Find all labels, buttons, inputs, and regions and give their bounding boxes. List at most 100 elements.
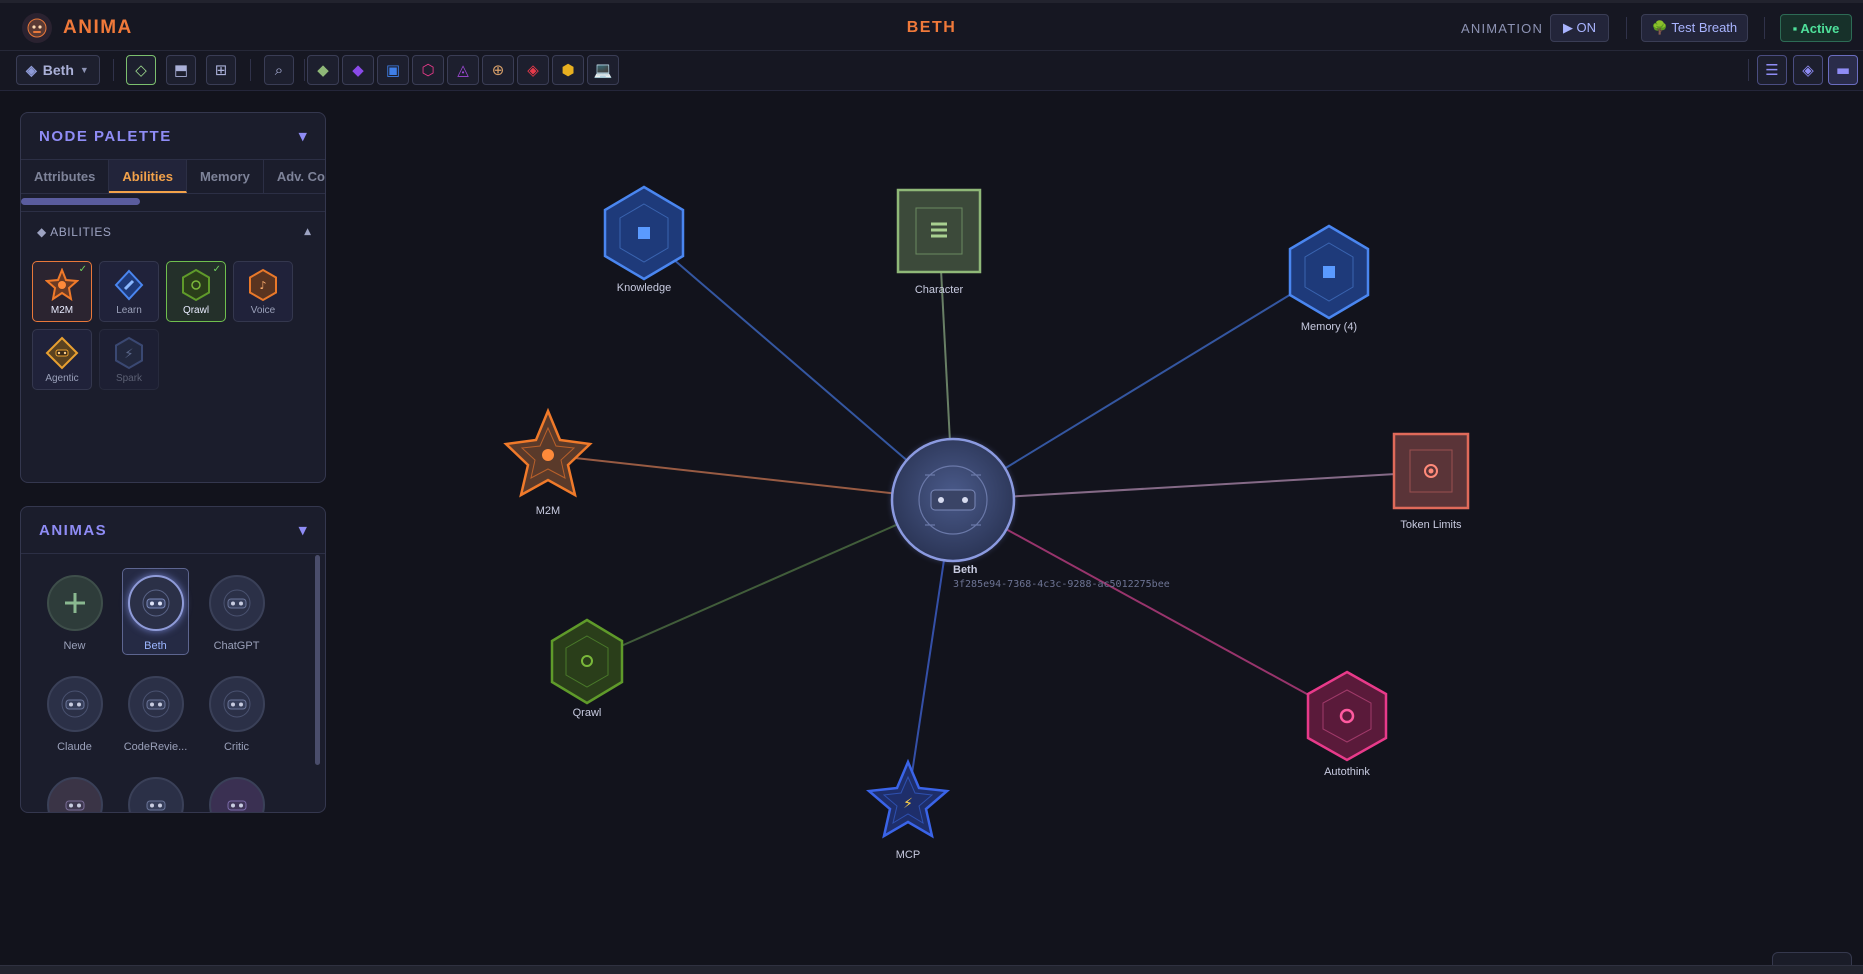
node-qrawl[interactable] (550, 618, 624, 705)
node-token-limits[interactable] (1392, 432, 1470, 510)
ability-learn[interactable]: Learn (99, 261, 159, 322)
anima-item[interactable] (203, 770, 270, 812)
node-palette-header[interactable]: NODE PALETTE ▼ (21, 113, 325, 160)
yellow-hexagon-icon: ⬢ (561, 61, 575, 79)
ability-m2m[interactable]: ✓ M2M (32, 261, 92, 322)
divider (250, 59, 251, 81)
red-diamond-icon: ◈ (527, 61, 539, 79)
tab-abilities[interactable]: Abilities (109, 160, 187, 193)
robot-avatar-icon (127, 777, 184, 812)
pink-hexagon-icon: ⬡ (421, 61, 435, 79)
robot-avatar-icon (46, 777, 103, 812)
anima-selector[interactable]: ◈ Beth ▼ (16, 55, 100, 85)
node-mcp-label: MCP (896, 849, 920, 861)
tab-memory[interactable]: Memory (187, 160, 264, 193)
blue-square-icon: ▣ (385, 61, 401, 79)
anima-label: Critic (223, 741, 250, 753)
add-computer-node-button[interactable]: 💻 (587, 55, 619, 85)
tab-adv-cog[interactable]: Adv. Cog (264, 160, 325, 193)
robot-avatar-icon (208, 676, 265, 732)
ability-spark[interactable]: ⚡ Spark (99, 329, 159, 390)
grid-icon: ⊞ (214, 61, 228, 79)
node-m2m[interactable] (503, 407, 593, 498)
laptop-icon: 💻 (593, 61, 613, 79)
anima-item[interactable] (122, 770, 189, 812)
anima-item-codereviewer[interactable]: CodeRevie... (122, 669, 189, 756)
add-yellow-node-button[interactable]: ⬢ (552, 55, 584, 85)
node-palette-title: NODE PALETTE (39, 127, 172, 145)
ability-voice[interactable]: ♪ Voice (233, 261, 293, 322)
search-button[interactable]: ⌕ (264, 55, 294, 85)
target-icon: ⊕ (491, 61, 505, 79)
abilities-section-label: ◆ ABILITIES (37, 224, 112, 239)
abilities-grid: ✓ M2M Learn ✓ Qrawl ♪ Voice (21, 251, 325, 400)
list-view-button[interactable]: ☰ (1757, 55, 1787, 85)
node-character-label: Character (915, 284, 964, 296)
node-character[interactable] (896, 188, 982, 274)
anima-item-critic[interactable]: Critic (203, 669, 270, 756)
animas-header[interactable]: ANIMAS ▼ (21, 507, 325, 554)
scrollbar-thumb[interactable] (315, 555, 320, 765)
add-hex-node-button[interactable]: ⬡ (412, 55, 444, 85)
purple-diamond-icon: ◆ (352, 61, 364, 79)
anima-item-beth[interactable]: Beth (122, 568, 189, 655)
layers-button[interactable]: ◈ (1793, 55, 1823, 85)
center-node-beth[interactable] (890, 437, 1016, 563)
node-autothink-label: Autothink (1324, 766, 1370, 778)
panel-icon: ▬ (1835, 61, 1851, 79)
add-red-node-button[interactable]: ◈ (517, 55, 549, 85)
add-triangle-node-button[interactable]: ◬ (447, 55, 479, 85)
divider (1748, 59, 1749, 81)
tabs-scrollbar[interactable] (21, 198, 325, 206)
edge-qrawl (586, 499, 954, 662)
abilities-section-header[interactable]: ◆ ABILITIES ▲ (21, 211, 325, 251)
animation-on-button[interactable]: ▶ ON (1550, 14, 1609, 42)
node-memory-label: Memory (4) (1301, 321, 1357, 333)
edge-knowledge (643, 233, 954, 501)
panel-toggle-button[interactable]: ▬ (1828, 55, 1858, 85)
anima-logo-icon (22, 13, 52, 43)
edge-autothink (952, 499, 1348, 717)
edge-memory (952, 270, 1330, 501)
test-breath-button[interactable]: 🌳 Test Breath (1641, 14, 1748, 42)
ability-label: Agentic (45, 373, 79, 384)
tab-attributes[interactable]: Attributes (21, 160, 110, 193)
green-diamond-icon: ◆ (317, 61, 329, 79)
svg-text:⚡: ⚡ (124, 347, 133, 362)
anima-item[interactable] (41, 770, 108, 812)
grid-button[interactable]: ⊞ (206, 55, 236, 85)
chevron-down-icon[interactable]: ▼ (298, 523, 307, 537)
active-status-button[interactable]: ▪ Active (1780, 14, 1852, 42)
center-node-label: Beth (953, 564, 978, 576)
save-layout-button[interactable]: ⬒ (166, 55, 196, 85)
ability-qrawl[interactable]: ✓ Qrawl (166, 261, 226, 322)
chevron-down-icon[interactable]: ▼ (298, 129, 307, 143)
status-bar (0, 965, 1863, 974)
lightning-icon: ⚡ (903, 796, 913, 812)
add-target-node-button[interactable]: ⊕ (482, 55, 514, 85)
brand-name: ANIMA (63, 17, 133, 38)
node-autothink[interactable] (1306, 670, 1388, 762)
anima-new-button[interactable]: New (41, 568, 108, 655)
ability-label: Qrawl (182, 305, 210, 316)
chevron-up-icon[interactable]: ▲ (304, 226, 311, 237)
chevron-down-icon: ▼ (79, 65, 89, 75)
animas-scrollbar[interactable] (315, 555, 322, 765)
anima-item-claude[interactable]: Claude (41, 669, 108, 756)
node-knowledge[interactable] (603, 185, 685, 281)
anima-item-chatgpt[interactable]: ChatGPT (203, 568, 270, 655)
add-purple-node-button[interactable]: ◆ (342, 55, 374, 85)
robot-avatar-icon (46, 676, 103, 732)
ability-agentic[interactable]: Agentic (32, 329, 92, 390)
scrollbar-thumb[interactable] (21, 198, 140, 205)
node-mcp[interactable]: ⚡ (865, 758, 951, 839)
anima-selector-value: Beth (42, 62, 74, 78)
select-tool-button[interactable]: ◇ (126, 55, 156, 85)
edge-token (952, 471, 1432, 501)
animas-title: ANIMAS (39, 521, 108, 539)
add-memory-node-button[interactable]: ▣ (377, 55, 409, 85)
pencil-icon (112, 268, 146, 302)
add-attribute-node-button[interactable]: ◆ (307, 55, 339, 85)
node-memory[interactable] (1288, 224, 1370, 320)
